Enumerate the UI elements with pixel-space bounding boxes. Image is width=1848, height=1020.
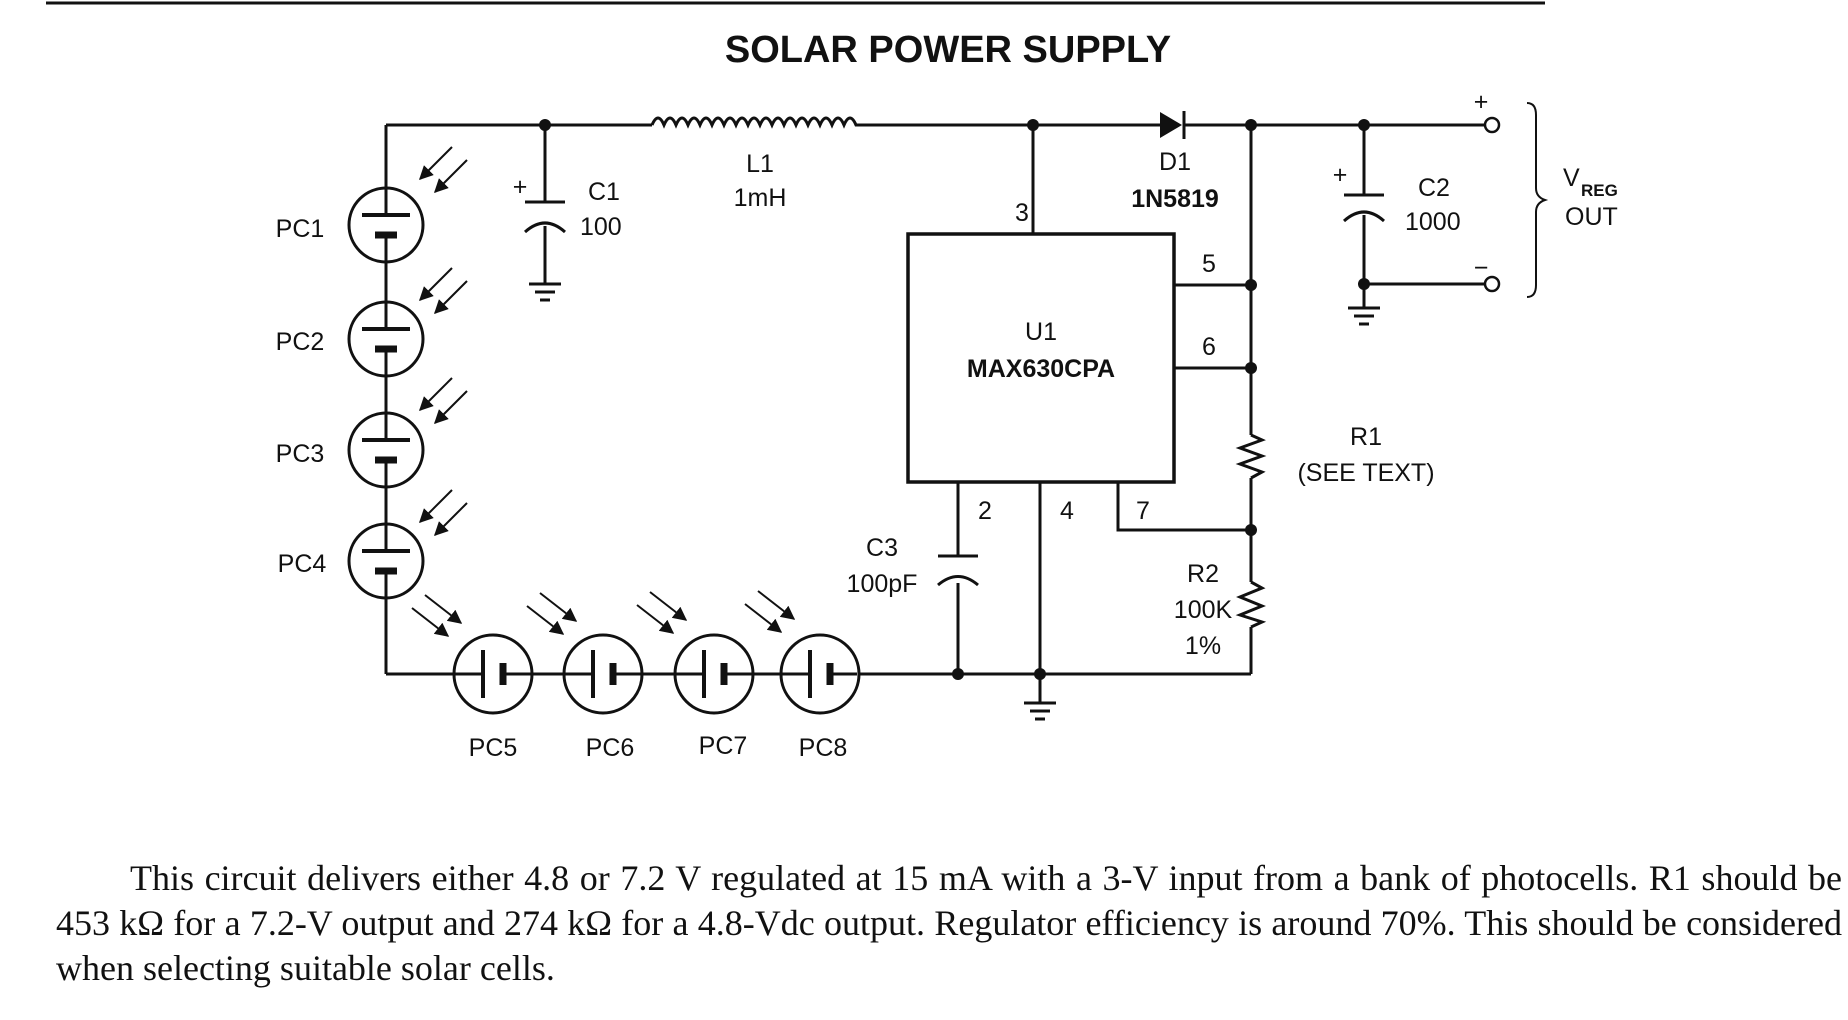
r2-value: 100K xyxy=(1174,596,1233,624)
pc2-label: PC2 xyxy=(276,328,325,356)
pc3-label: PC3 xyxy=(276,440,325,468)
d1-name: D1 xyxy=(1159,148,1191,176)
l1-name: L1 xyxy=(746,150,774,178)
vreg-subscript: REG xyxy=(1581,181,1618,200)
c2-plus-label: + xyxy=(1333,161,1348,189)
c2-name: C2 xyxy=(1418,174,1450,202)
light-arrow-icon xyxy=(419,377,453,411)
light-arrow-icon xyxy=(419,146,453,180)
ic-u1: U1 MAX630CPA 3 5 6 2 4 7 xyxy=(906,199,1216,525)
pc8-label: PC8 xyxy=(799,734,848,762)
photocell-pc5: PC5 xyxy=(411,594,534,762)
light-arrow-icon xyxy=(757,590,796,620)
c1-value: 100 xyxy=(580,213,622,241)
ground-main-icon xyxy=(1024,701,1056,721)
r1-name: R1 xyxy=(1350,423,1382,451)
output-plus-terminal-icon xyxy=(1483,116,1501,134)
pin-3-label: 3 xyxy=(1015,199,1029,227)
pc4-label: PC4 xyxy=(278,550,327,578)
capacitor-c3: C3 100pF xyxy=(847,534,979,598)
pin-4-label: 4 xyxy=(1060,497,1074,525)
light-arrow-icon xyxy=(419,267,453,301)
light-arrow-icon xyxy=(434,159,468,193)
diagram-title: SOLAR POWER SUPPLY xyxy=(725,29,1171,71)
photocell-pc2: PC2 xyxy=(276,267,468,378)
light-arrow-icon xyxy=(434,280,468,314)
light-arrow-icon xyxy=(434,502,468,536)
resistor-r2: R2 100K 1% xyxy=(1174,560,1267,660)
c3-name: C3 xyxy=(866,534,898,562)
light-arrow-icon xyxy=(539,592,578,622)
photocell-pc1: PC1 xyxy=(276,146,468,264)
pin-2-label: 2 xyxy=(978,497,992,525)
caption-paragraph: This circuit delivers either 4.8 or 7.2 … xyxy=(56,858,1842,988)
capacitor-c1: + C1 100 xyxy=(513,173,622,302)
l1-value: 1mH xyxy=(734,184,787,212)
resistor-r1: R1 (SEE TEXT) xyxy=(1235,423,1435,487)
inductor-l1: L1 1mH xyxy=(650,116,865,212)
vreg-out: OUT xyxy=(1565,203,1618,231)
c1-name: C1 xyxy=(588,178,620,206)
light-arrow-icon xyxy=(411,607,450,637)
r2-tolerance: 1% xyxy=(1185,632,1221,660)
light-arrow-icon xyxy=(649,591,688,621)
c2-value: 1000 xyxy=(1405,208,1461,236)
light-arrow-icon xyxy=(636,604,675,634)
junction-dots xyxy=(539,119,1370,680)
light-arrow-icon xyxy=(526,605,565,635)
photocell-pc7: PC7 xyxy=(636,591,755,760)
output-terminals: + − V REG OUT xyxy=(1474,88,1618,298)
capacitor-c2: + C2 1000 xyxy=(1333,161,1461,326)
wires xyxy=(384,123,1486,703)
r2-name: R2 xyxy=(1187,560,1219,588)
u1-name: U1 xyxy=(1025,318,1057,346)
light-arrow-icon xyxy=(434,390,468,424)
photocell-pc3: PC3 xyxy=(276,377,468,489)
ground-c2-icon xyxy=(1348,306,1380,326)
light-arrow-icon xyxy=(424,594,463,624)
pin-7-label: 7 xyxy=(1136,497,1150,525)
photocell-pc8: PC8 xyxy=(744,590,861,762)
diode-d1: D1 1N5819 xyxy=(1131,111,1219,213)
photocell-pc6: PC6 xyxy=(526,592,644,762)
output-minus-label: − xyxy=(1474,254,1489,282)
pin-6-label: 6 xyxy=(1202,333,1216,361)
output-plus-label: + xyxy=(1474,88,1489,116)
ground-c1-icon xyxy=(529,282,561,302)
output-brace xyxy=(1526,102,1549,298)
c1-plus-label: + xyxy=(513,173,528,201)
light-arrow-icon xyxy=(419,489,453,523)
pc7-label: PC7 xyxy=(699,732,748,760)
output-minus-terminal-icon xyxy=(1483,275,1501,293)
light-arrow-icon xyxy=(744,603,783,633)
pc1-label: PC1 xyxy=(276,215,325,243)
pin-5-label: 5 xyxy=(1202,250,1216,278)
photocell-pc4: PC4 xyxy=(278,489,468,600)
pc6-label: PC6 xyxy=(586,734,635,762)
r1-note: (SEE TEXT) xyxy=(1297,459,1434,487)
pc5-label: PC5 xyxy=(469,734,518,762)
d1-part: 1N5819 xyxy=(1131,185,1219,213)
c3-value: 100pF xyxy=(847,570,918,598)
vreg-v: V xyxy=(1563,164,1580,192)
u1-part: MAX630CPA xyxy=(967,355,1115,383)
